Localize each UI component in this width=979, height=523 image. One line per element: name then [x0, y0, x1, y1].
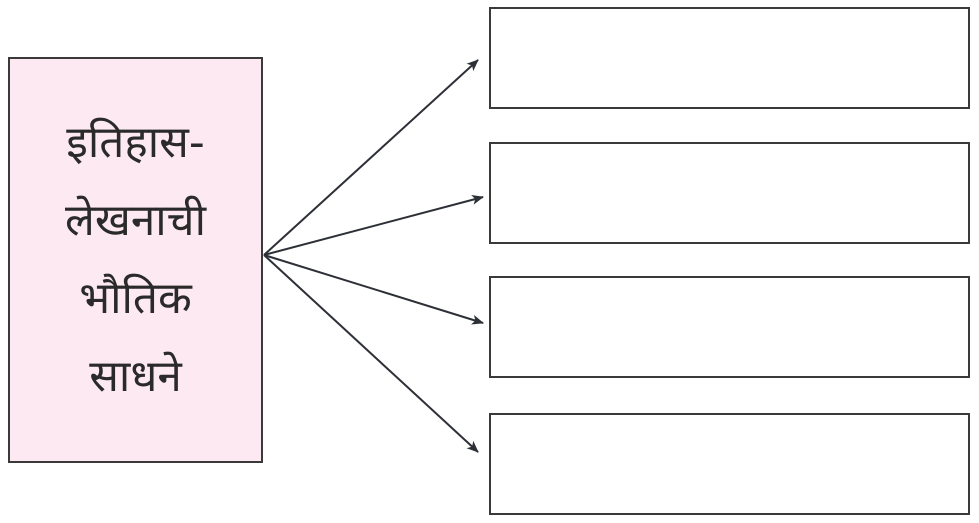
- arrow-to-box-2: [263, 194, 484, 256]
- answer-box-1[interactable]: [489, 7, 970, 109]
- source-line-2: लेखनाची: [65, 195, 206, 246]
- source-line-4: साधने: [89, 351, 182, 402]
- source-line-3: भौतिक: [79, 273, 192, 324]
- answer-box-4[interactable]: [489, 413, 970, 515]
- arrow-to-box-4: [263, 254, 479, 453]
- answer-box-2[interactable]: [489, 142, 970, 244]
- arrow-to-box-1: [263, 59, 479, 256]
- source-box: इतिहास- लेखनाची भौतिक साधने: [8, 57, 263, 463]
- answer-box-3[interactable]: [489, 276, 970, 378]
- source-line-1: इतिहास-: [66, 117, 205, 168]
- arrow-to-box-3: [263, 254, 484, 325]
